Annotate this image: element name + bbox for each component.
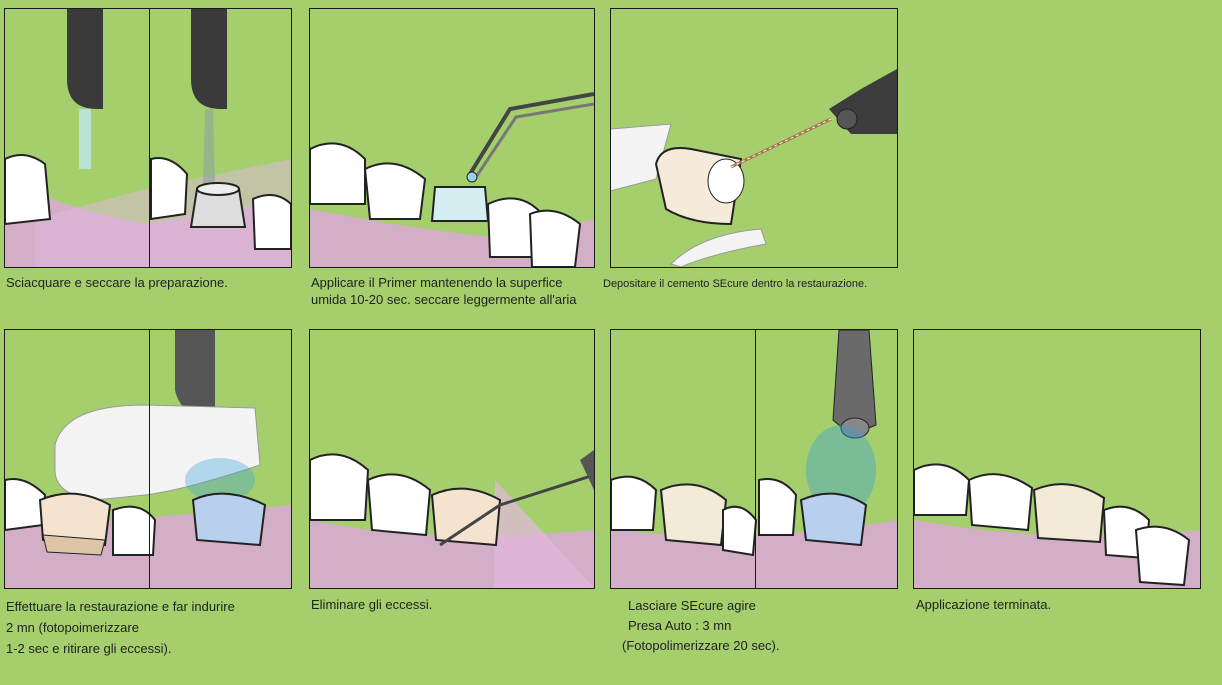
step-6-line-3: (Fotopolimerizzare 20 sec). [622, 636, 780, 656]
step-3-panel [610, 8, 898, 268]
step-7-illustration [914, 330, 1200, 588]
step-5-line-1: Eliminare gli eccessi. [311, 596, 432, 613]
step-6-caption: Lasciare SEcure agire Presa Auto : 3 mn … [622, 596, 780, 656]
step-3-illustration [611, 9, 897, 267]
step-6-line-2: Presa Auto : 3 mn [622, 616, 780, 636]
step-4-panel [4, 329, 292, 589]
step-2-illustration [310, 9, 594, 267]
step-4-line-3: 1-2 sec e ritirare gli eccessi). [6, 638, 235, 659]
split-divider [149, 9, 150, 267]
step-2-line-2: umida 10-20 sec. seccare leggermente all… [311, 291, 577, 308]
step-4-line-2: 2 mn (fotopoimerizzare [6, 617, 235, 638]
step-4-line-1: Effettuare la restaurazione e far induri… [6, 596, 235, 617]
step-2-caption: Applicare il Primer mantenendo la superf… [311, 274, 577, 308]
step-7-line-1: Applicazione terminata. [916, 596, 1051, 613]
step-7-caption: Applicazione terminata. [916, 596, 1051, 613]
step-1-line-1: Sciacquare e seccare la preparazione. [6, 274, 228, 291]
step-3-line-1: Depositare il cemento SEcure dentro la r… [603, 276, 867, 293]
step-1-panel [4, 8, 292, 268]
step-7-panel [913, 329, 1201, 589]
step-6-illustration [611, 330, 897, 588]
step-6-line-1: Lasciare SEcure agire [622, 596, 780, 616]
step-2-line-1: Applicare il Primer mantenendo la superf… [311, 274, 577, 291]
step-4-illustration [5, 330, 291, 588]
step-5-caption: Eliminare gli eccessi. [311, 596, 432, 613]
step-3-caption: Depositare il cemento SEcure dentro la r… [603, 276, 867, 293]
step-4-caption: Effettuare la restaurazione e far induri… [6, 596, 235, 659]
step-1-illustration [5, 9, 291, 267]
split-divider [149, 330, 150, 588]
split-divider [755, 330, 756, 588]
step-5-illustration [310, 330, 594, 588]
step-5-panel [309, 329, 595, 589]
step-1-caption: Sciacquare e seccare la preparazione. [6, 274, 228, 291]
step-2-panel [309, 8, 595, 268]
step-6-panel [610, 329, 898, 589]
